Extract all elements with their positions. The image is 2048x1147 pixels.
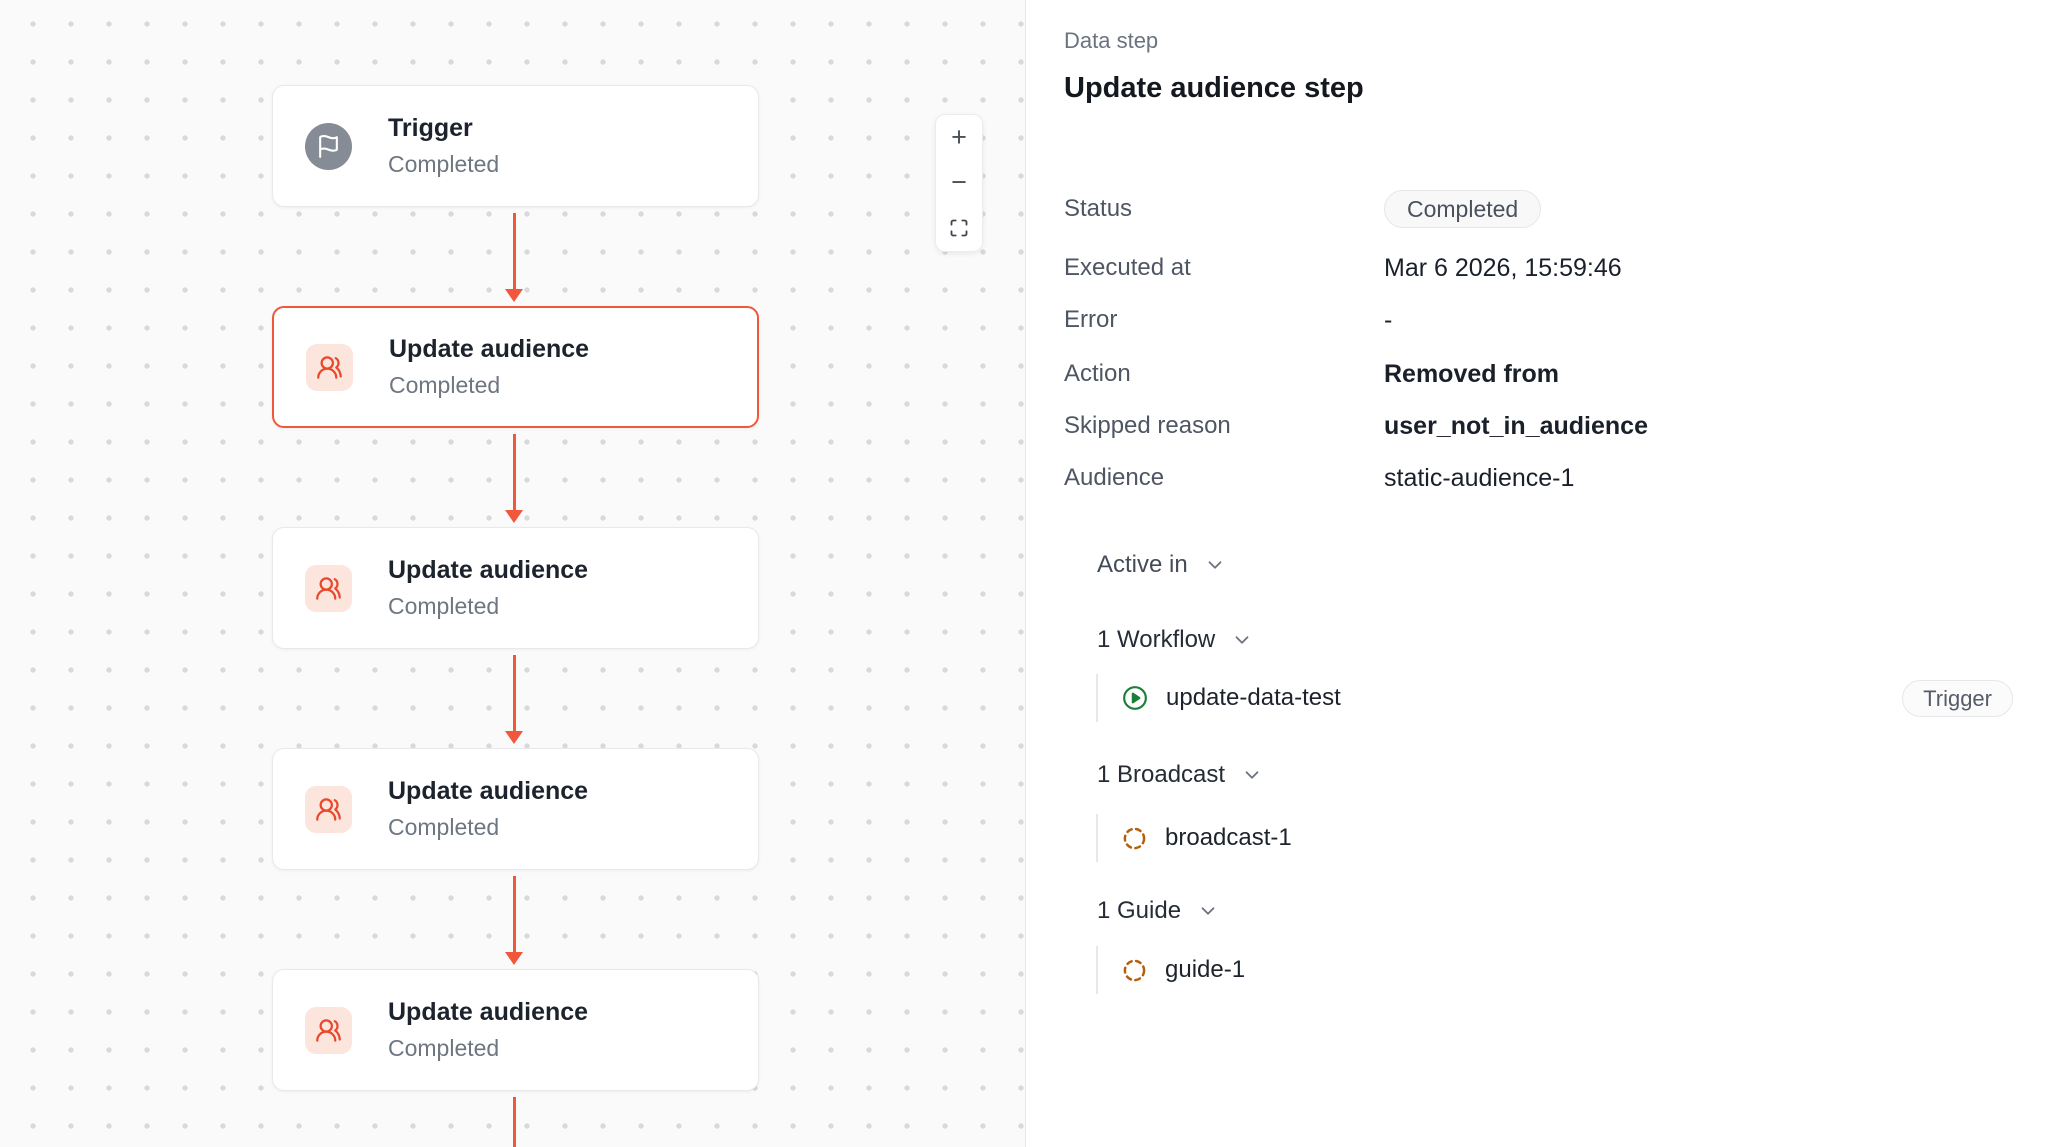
detail-label: Status (1064, 195, 1133, 222)
node-title: Update audience (388, 998, 589, 1026)
detail-label: Error (1064, 306, 1118, 333)
node-status: Completed (388, 151, 500, 177)
users-icon (306, 343, 353, 391)
node-title: Update audience (388, 777, 589, 805)
node-status: Completed (388, 1035, 500, 1061)
broadcast-group-label: 1 Broadcast (1097, 761, 1226, 788)
page-title: Update audience step (1064, 72, 1364, 104)
detail-label: Executed at (1064, 254, 1191, 281)
detail-row-action: Action Removed from (1064, 355, 2008, 393)
flag-icon (305, 122, 352, 170)
flow-node-update-audience-selected[interactable]: Update audience Completed (272, 306, 759, 428)
active-in-label: Active in (1097, 551, 1188, 578)
flow-connector-arrow (505, 434, 523, 523)
step-details-panel: Data step Update audience step Status Co… (1026, 0, 2048, 1147)
workflow-group-label: 1 Workflow (1097, 626, 1216, 653)
audience-link[interactable]: static-audience-1 (1384, 463, 1575, 492)
fit-view-button[interactable] (936, 206, 982, 251)
detail-row-error: Error - (1064, 301, 2008, 339)
flow-node-update-audience[interactable]: Update audience Completed (272, 969, 759, 1091)
dashed-circle-icon (1122, 826, 1147, 851)
workflow-item-name: update-data-test (1166, 684, 1341, 711)
chevron-down-icon (1204, 554, 1226, 576)
detail-label: Audience (1064, 464, 1165, 491)
node-status: Completed (388, 814, 500, 840)
chevron-down-icon (1241, 764, 1263, 786)
zoom-in-button[interactable]: + (936, 115, 982, 160)
detail-row-audience: Audience static-audience-1 (1064, 459, 2008, 497)
workflow-item-update-data-test[interactable]: update-data-test (1096, 674, 1341, 722)
detail-row-status: Status Completed (1064, 190, 2008, 228)
detail-label: Action (1064, 360, 1131, 387)
node-status: Completed (389, 372, 501, 398)
active-in-toggle[interactable]: Active in (1097, 551, 1226, 579)
detail-value: user_not_in_audience (1384, 411, 1648, 440)
guide-item-guide-1[interactable]: guide-1 (1096, 946, 1245, 994)
chevron-down-icon (1197, 900, 1219, 922)
guide-item-name: guide-1 (1165, 956, 1246, 983)
flow-connector-line (505, 1097, 523, 1147)
detail-row-skipped-reason: Skipped reason user_not_in_audience (1064, 407, 2008, 445)
guide-group-label: 1 Guide (1097, 897, 1182, 924)
node-title: Update audience (389, 335, 590, 363)
node-status: Completed (388, 593, 500, 619)
flow-node-update-audience[interactable]: Update audience Completed (272, 748, 759, 870)
flow-node-update-audience[interactable]: Update audience Completed (272, 527, 759, 649)
node-title: Trigger (388, 114, 473, 142)
broadcast-item-name: broadcast-1 (1165, 824, 1292, 851)
plus-icon: + (951, 122, 967, 153)
detail-row-executed-at: Executed at Mar 6 2026, 15:59:46 (1064, 249, 2008, 287)
detail-label: Skipped reason (1064, 412, 1231, 439)
chevron-down-icon (1231, 629, 1253, 651)
guide-group-toggle[interactable]: 1 Guide (1097, 897, 1219, 925)
broadcast-item-broadcast-1[interactable]: broadcast-1 (1096, 814, 1292, 862)
play-circle-icon (1122, 685, 1148, 711)
workflow-group-toggle[interactable]: 1 Workflow (1097, 626, 1253, 654)
status-badge: Completed (1384, 190, 1542, 228)
users-icon (305, 564, 352, 612)
trigger-tag-badge: Trigger (1902, 680, 2013, 717)
broadcast-group-toggle[interactable]: 1 Broadcast (1097, 761, 1263, 789)
detail-value: Mar 6 2026, 15:59:46 (1384, 253, 1622, 282)
flow-connector-arrow (505, 655, 523, 744)
users-icon (305, 1006, 352, 1054)
zoom-out-button[interactable]: − (936, 160, 982, 205)
flow-connector-arrow (505, 876, 523, 965)
fit-view-icon (949, 218, 969, 238)
flow-node-trigger[interactable]: Trigger Completed (272, 85, 759, 207)
node-title: Update audience (388, 556, 589, 584)
minus-icon: − (951, 167, 967, 198)
detail-value: Removed from (1384, 359, 1560, 388)
step-type-label: Data step (1064, 28, 1159, 53)
flow-connector-arrow (505, 213, 523, 302)
detail-value: - (1384, 305, 1393, 334)
dashed-circle-icon (1122, 958, 1147, 983)
canvas-zoom-controls: + − (935, 114, 983, 252)
users-icon (305, 785, 352, 833)
workflow-canvas[interactable]: Trigger Completed Update audience Comple… (0, 0, 1026, 1147)
